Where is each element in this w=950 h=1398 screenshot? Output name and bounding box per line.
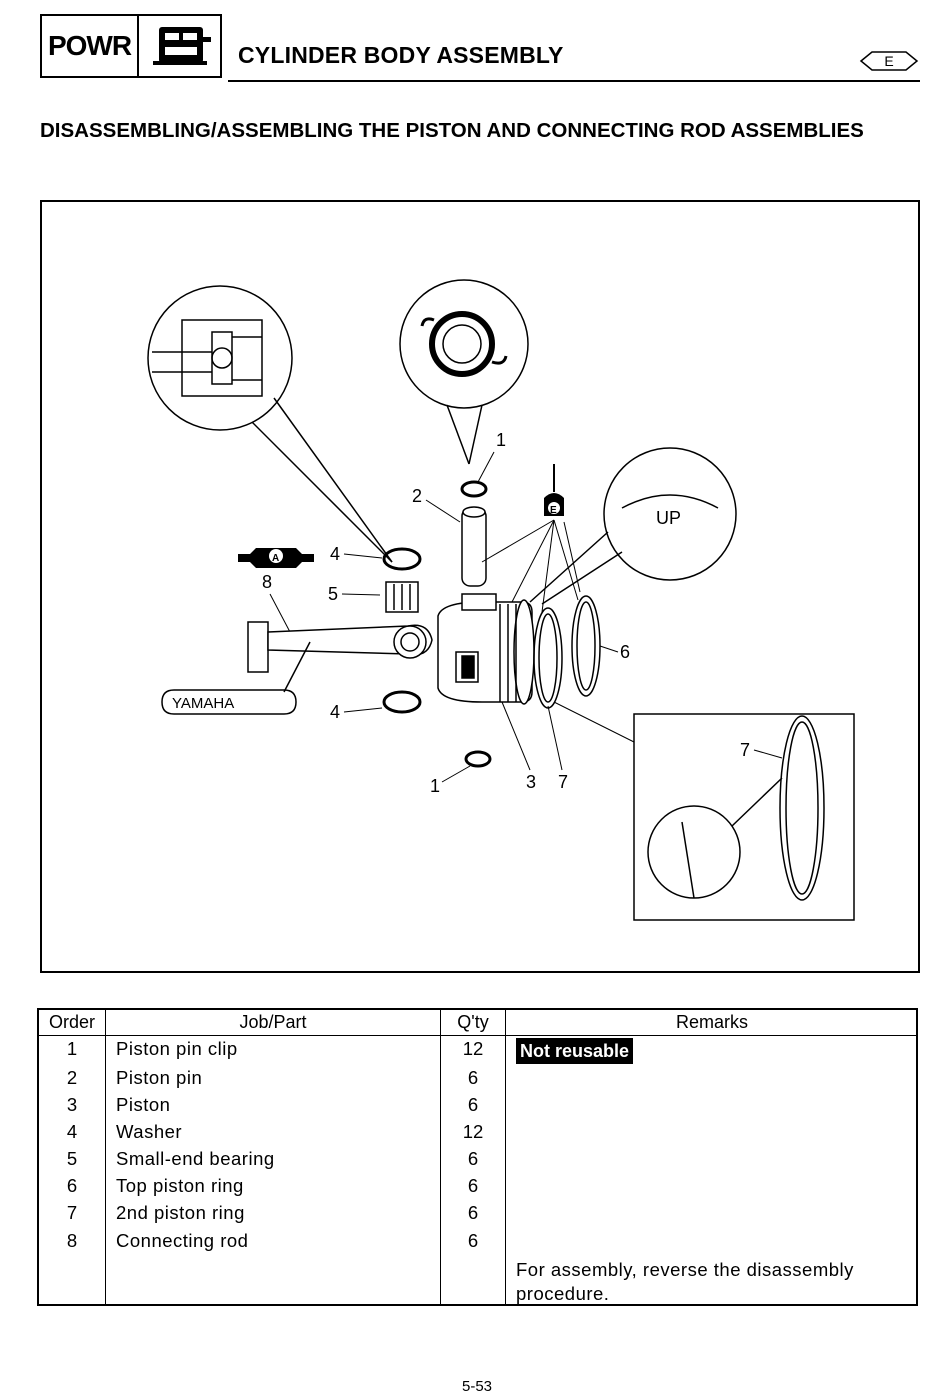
- page-number: 5-53: [462, 1378, 493, 1395]
- engine-block-icon: [139, 16, 220, 76]
- callout-5: 5: [328, 584, 338, 604]
- callout-8: 8: [262, 572, 272, 592]
- callout-1-bottom: 1: [430, 776, 440, 796]
- callout-4-bottom: 4: [330, 702, 340, 722]
- piston: [437, 593, 535, 705]
- yamaha-label: YAMAHA: [172, 695, 234, 712]
- header-qty: Q'ty: [457, 1012, 489, 1032]
- small-end-bearing: [385, 581, 419, 613]
- header-order: Order: [48, 1012, 95, 1032]
- callout-4-top: 4: [330, 544, 340, 564]
- section-code: POWR: [42, 16, 139, 76]
- callout-7-inset: 7: [740, 740, 750, 760]
- ring-detail-inset: [633, 713, 855, 921]
- assembly-note: For assembly, reverse the disassembly pr…: [516, 1259, 854, 1304]
- callout-1-top: 1: [496, 430, 506, 450]
- yamaha-label-bubble: [161, 641, 311, 715]
- up-label: UP: [656, 508, 681, 528]
- piston-rings: [533, 595, 601, 709]
- callout-2: 2: [412, 486, 422, 506]
- header-rule: [228, 80, 920, 82]
- language-code: E: [884, 53, 893, 69]
- callout-3: 3: [526, 772, 536, 792]
- svg-text:E: E: [550, 505, 557, 516]
- not-reusable-badge: Not reusable: [516, 1038, 634, 1064]
- oil-e-icon: E: [481, 464, 581, 613]
- connecting-rod: [247, 621, 433, 673]
- bearing-detail-magnifier: [147, 285, 393, 563]
- page-title: CYLINDER BODY ASSEMBLY: [238, 42, 564, 68]
- clip-detail-magnifier: [399, 279, 529, 465]
- exploded-diagram: 1 2 UP E: [40, 200, 920, 973]
- language-badge: E: [858, 50, 920, 72]
- section-tab: POWR: [40, 14, 222, 78]
- section-title: DISASSEMBLING/ASSEMBLING THE PISTON AND …: [40, 119, 864, 142]
- header-remarks: Remarks: [675, 1012, 748, 1032]
- piston-pin: [461, 506, 487, 587]
- header-part: Job/Part: [239, 1012, 307, 1032]
- lube-a-icon: A: [238, 548, 314, 568]
- callout-7: 7: [558, 772, 568, 792]
- svg-text:A: A: [272, 553, 279, 564]
- callout-6: 6: [620, 642, 630, 662]
- ring-up-magnifier: [529, 447, 737, 605]
